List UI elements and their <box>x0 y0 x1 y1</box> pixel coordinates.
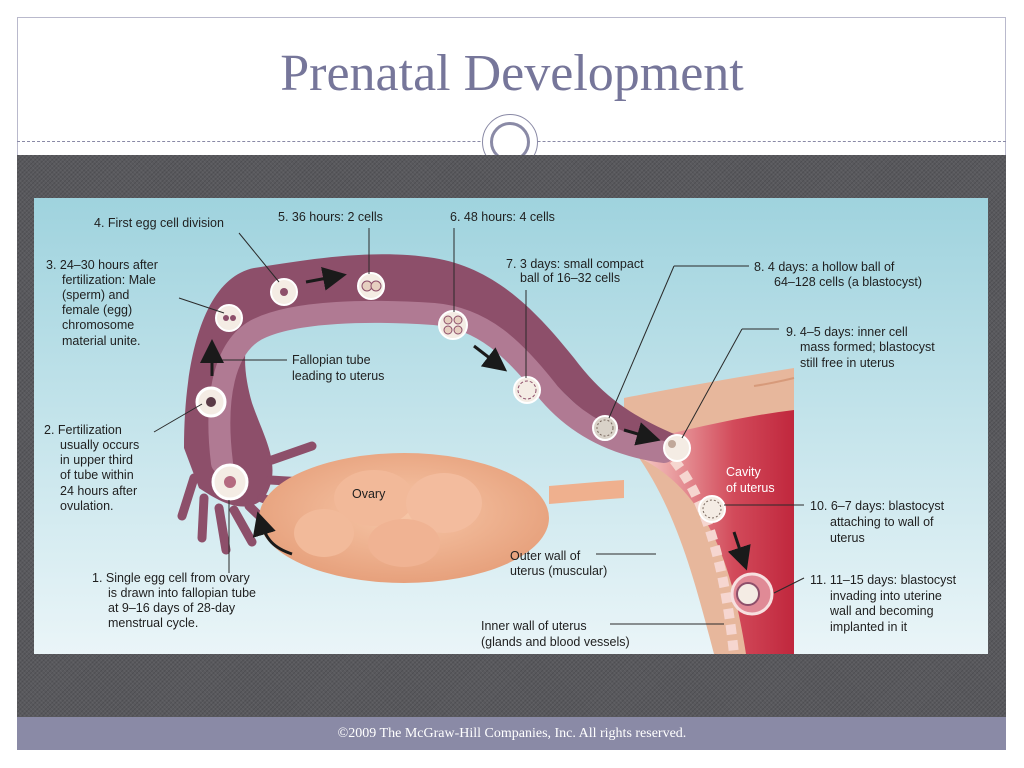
leader-lines <box>153 228 805 625</box>
fertilization-cell <box>195 386 227 418</box>
label-step10: 10. 6–7 days: blastocyst attaching to wa… <box>810 499 948 545</box>
copyright-text: ©2009 The McGraw-Hill Companies, Inc. Al… <box>337 726 687 741</box>
label-step11: 11. 11–15 days: blastocyst invading into… <box>810 573 960 634</box>
blastocyst-8 <box>592 415 618 441</box>
slide-title: Prenatal Development <box>280 45 744 102</box>
flow-arrows <box>200 266 751 571</box>
label-step9: 9. 4–5 days: inner cell mass formed; bla… <box>786 325 938 370</box>
four-cell-stage <box>438 310 468 340</box>
uterus-outline <box>753 377 795 387</box>
label-step5: 5. 36 hours: 2 cells <box>278 210 383 224</box>
ovary-follicle-3 <box>368 519 440 567</box>
blastocyst-10 <box>698 495 726 523</box>
label-inner-wall: Inner wall of uterus (glands and blood v… <box>481 619 630 649</box>
label-fallopian-tube: Fallopian tube leading to uterus <box>292 353 384 383</box>
label-step8: 8. 4 days: a hollow ball of 64–128 cells… <box>754 260 922 289</box>
ovary <box>259 453 624 583</box>
cells <box>195 272 774 616</box>
ovary-follicle-2 <box>406 473 482 533</box>
arrow-10-to-11 <box>727 531 751 571</box>
label-step7: 7. 3 days: small compact ball of 16–32 c… <box>506 257 647 285</box>
label-ovary: Ovary <box>352 487 386 501</box>
ovary-follicle-4 <box>294 509 354 557</box>
label-step2: 2. Fertilization usually occurs in upper… <box>44 423 143 513</box>
label-step3: 3. 24–30 hours after fertilization: Male… <box>46 258 161 348</box>
egg-cell-ovulated <box>211 463 249 501</box>
arrow-6-to-7 <box>473 344 508 372</box>
ovary-follicle-1 <box>334 470 414 526</box>
label-step6: 6. 48 hours: 4 cells <box>450 210 555 224</box>
morula <box>513 376 541 404</box>
arrow-ovary-to-tube <box>252 511 293 556</box>
first-division-cell <box>270 278 298 306</box>
chromosome-unite-cell <box>215 304 243 332</box>
label-outer-wall: Outer wall of uterus (muscular) <box>510 549 607 578</box>
uterine-glands <box>670 456 739 654</box>
arrow-3-to-5 <box>305 266 347 291</box>
two-cell-stage <box>357 272 385 300</box>
arrow-8-to-9 <box>623 422 661 446</box>
diagram-svg: 4. First egg cell division 5. 36 hours: … <box>34 198 988 654</box>
blastocyst-9 <box>663 434 691 462</box>
label-step1: 1. Single egg cell from ovary is drawn i… <box>92 571 260 630</box>
tube-lumen <box>208 300 675 474</box>
ovarian-ligament <box>549 480 624 504</box>
prenatal-diagram: 4. First egg cell division 5. 36 hours: … <box>34 198 988 654</box>
label-cavity: Cavity of uterus <box>726 465 775 495</box>
label-step4: 4. First egg cell division <box>94 216 224 230</box>
footer-bar <box>17 717 1006 750</box>
blastocyst-implanted <box>730 572 774 616</box>
